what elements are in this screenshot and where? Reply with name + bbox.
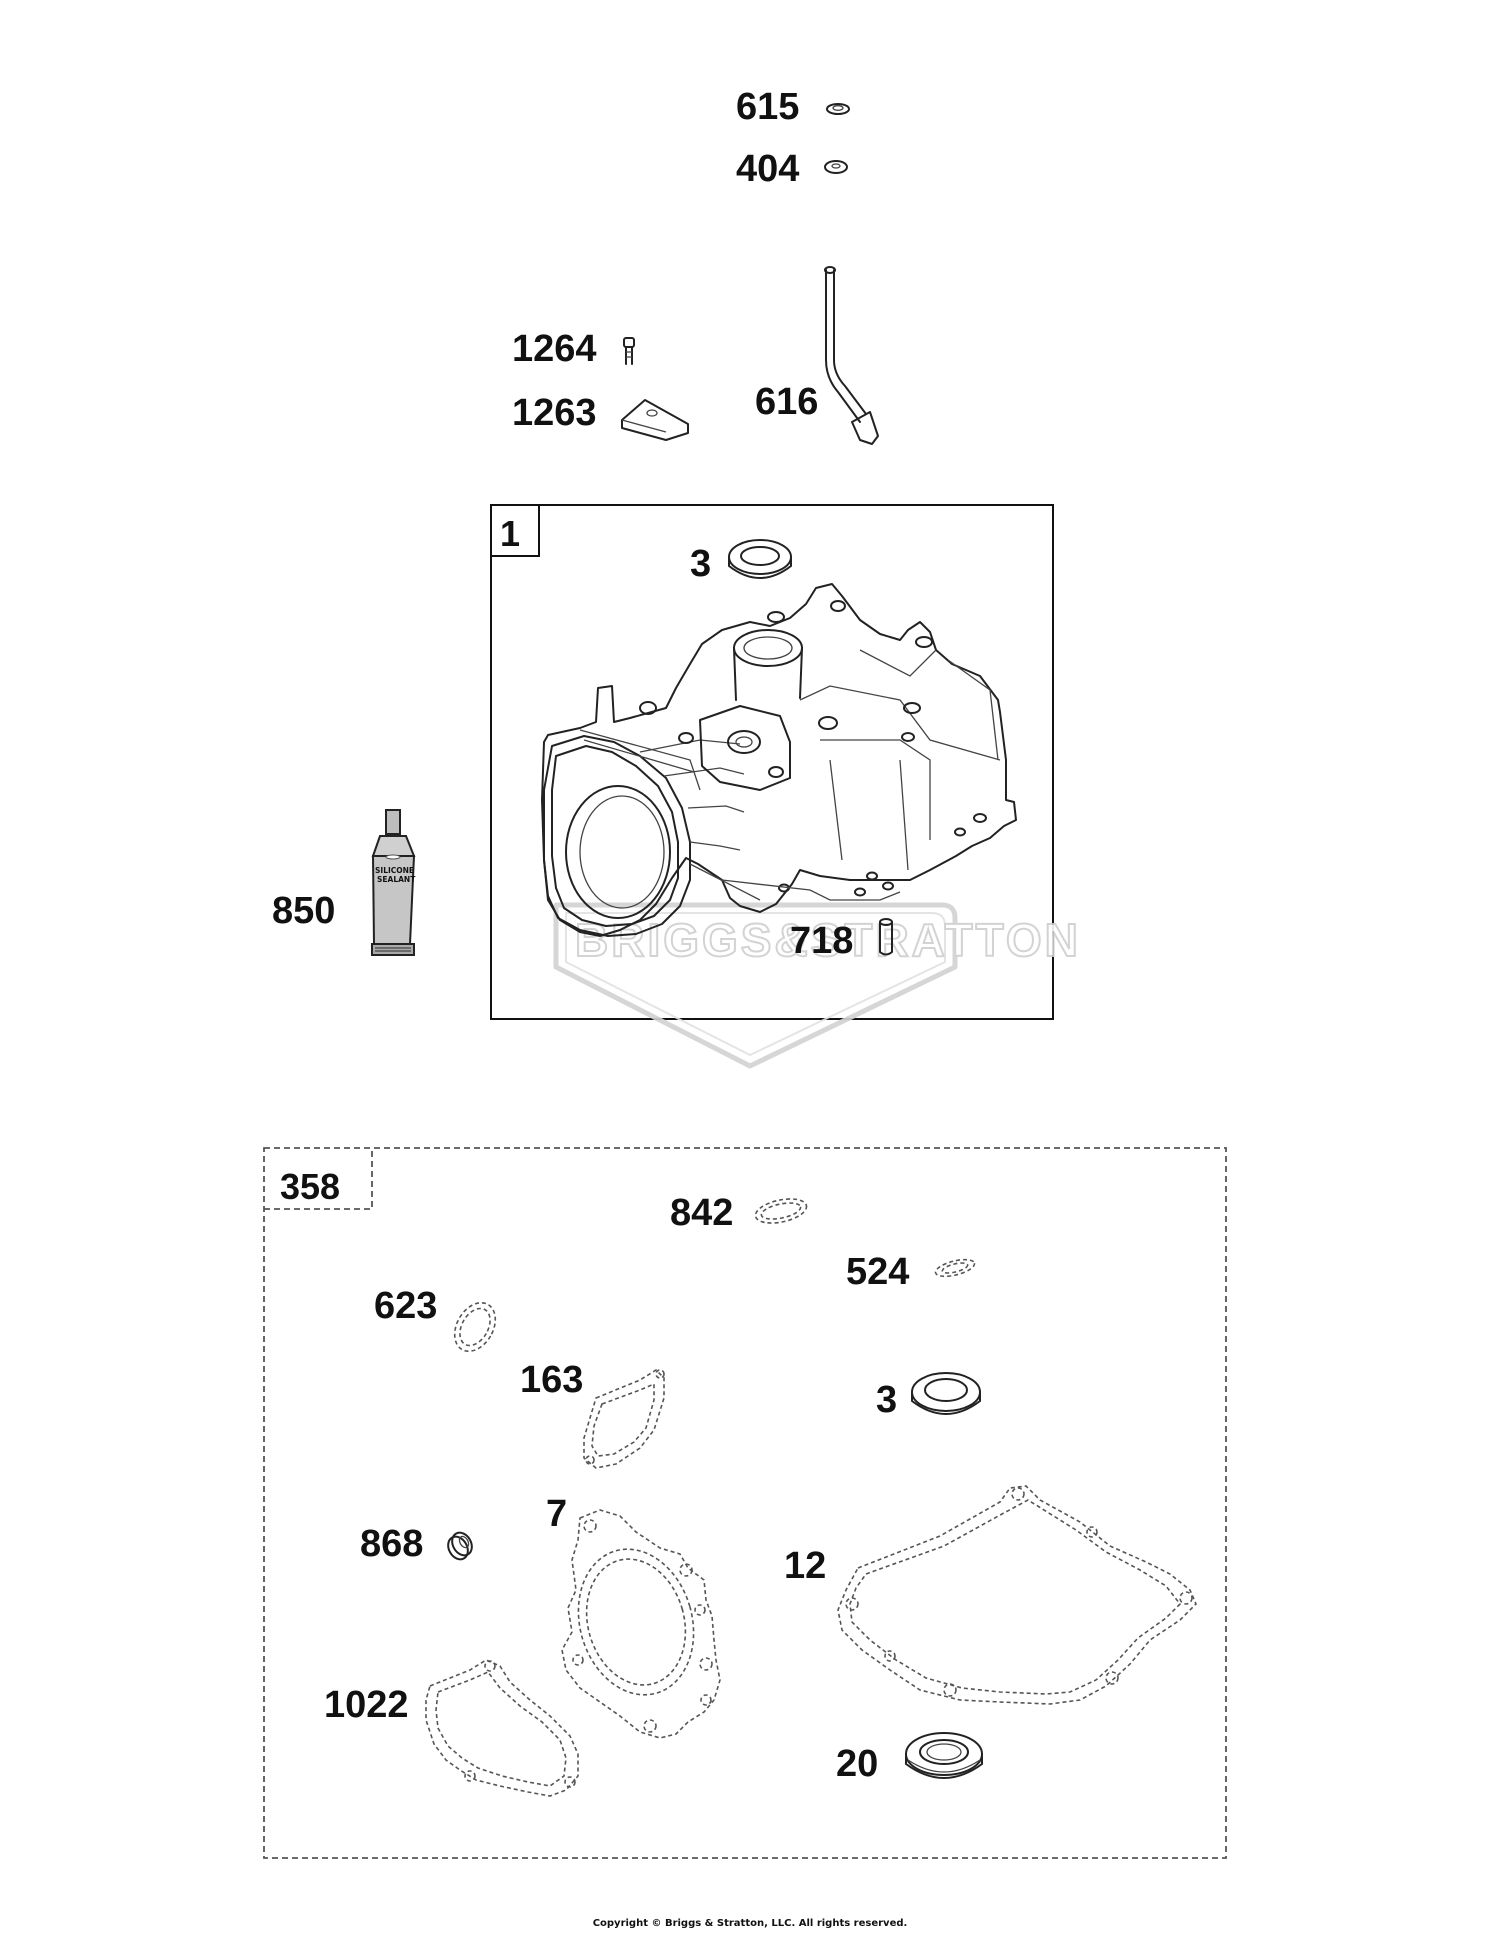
part-label-615: 615 — [736, 86, 799, 128]
part-label-20: 20 — [836, 1743, 878, 1785]
cylinder-assembly-tag — [490, 504, 540, 557]
part-label-842: 842 — [670, 1192, 733, 1234]
cylinder-assembly-box — [490, 504, 1054, 1020]
washer-404-drawing — [824, 160, 848, 174]
gasket-set-box — [263, 1147, 1227, 1859]
part-label-12: 12 — [784, 1545, 826, 1587]
dowel-pin-718-drawing — [879, 918, 893, 956]
part-label-718: 718 — [790, 920, 853, 962]
part-label-3-seal-set: 3 — [876, 1379, 897, 1421]
gasket-set-tag — [264, 1148, 373, 1210]
head-gasket-7-drawing — [561, 1509, 721, 1739]
svg-text:SILICONE: SILICONE — [375, 866, 414, 875]
part-label-616: 616 — [755, 381, 818, 423]
dipstick-tube-616-drawing — [824, 266, 879, 445]
svg-text:BRIGGS&STRATTON: BRIGGS&STRATTON — [575, 914, 1081, 966]
assembly-label-1: 1 — [500, 513, 520, 554]
gasket-842-drawing — [754, 1198, 808, 1224]
fitting-868-drawing — [447, 1531, 473, 1561]
base-gasket-12-drawing — [837, 1485, 1197, 1705]
screw-1264-drawing — [623, 337, 635, 365]
part-label-1263: 1263 — [512, 392, 597, 434]
cylinder-block-drawing — [541, 583, 1017, 937]
part-label-3-seal: 3 — [690, 543, 711, 585]
part-label-7: 7 — [546, 1493, 567, 1535]
part-label-1264: 1264 — [512, 328, 597, 370]
part-label-163: 163 — [520, 1359, 583, 1401]
part-label-623: 623 — [374, 1285, 437, 1327]
copyright-notice: Copyright © Briggs & Stratton, LLC. All … — [592, 1918, 908, 1929]
part-label-524: 524 — [846, 1251, 909, 1293]
oring-623-drawing — [453, 1301, 497, 1353]
part-label-850: 850 — [272, 890, 335, 932]
oil-seal-3-drawing — [728, 539, 792, 579]
part-label-404: 404 — [736, 148, 799, 190]
oil-seal-20-drawing — [905, 1732, 983, 1779]
oil-seal-3-set-drawing — [911, 1372, 981, 1415]
nut-615-drawing — [826, 103, 850, 115]
svg-text:SEALANT: SEALANT — [377, 875, 416, 884]
bracket-1263-drawing — [621, 399, 689, 441]
sealant-tube-850-drawing: SILICONE SEALANT — [371, 809, 416, 956]
assembly-label-358: 358 — [280, 1166, 340, 1207]
gasket-163-drawing — [583, 1368, 665, 1469]
gasket-524-drawing — [934, 1258, 976, 1278]
brand-watermark: BRIGGS&STRATTON — [553, 902, 1081, 1069]
part-label-1022: 1022 — [324, 1684, 409, 1726]
gasket-1022-drawing — [425, 1659, 579, 1797]
part-label-868: 868 — [360, 1523, 423, 1565]
